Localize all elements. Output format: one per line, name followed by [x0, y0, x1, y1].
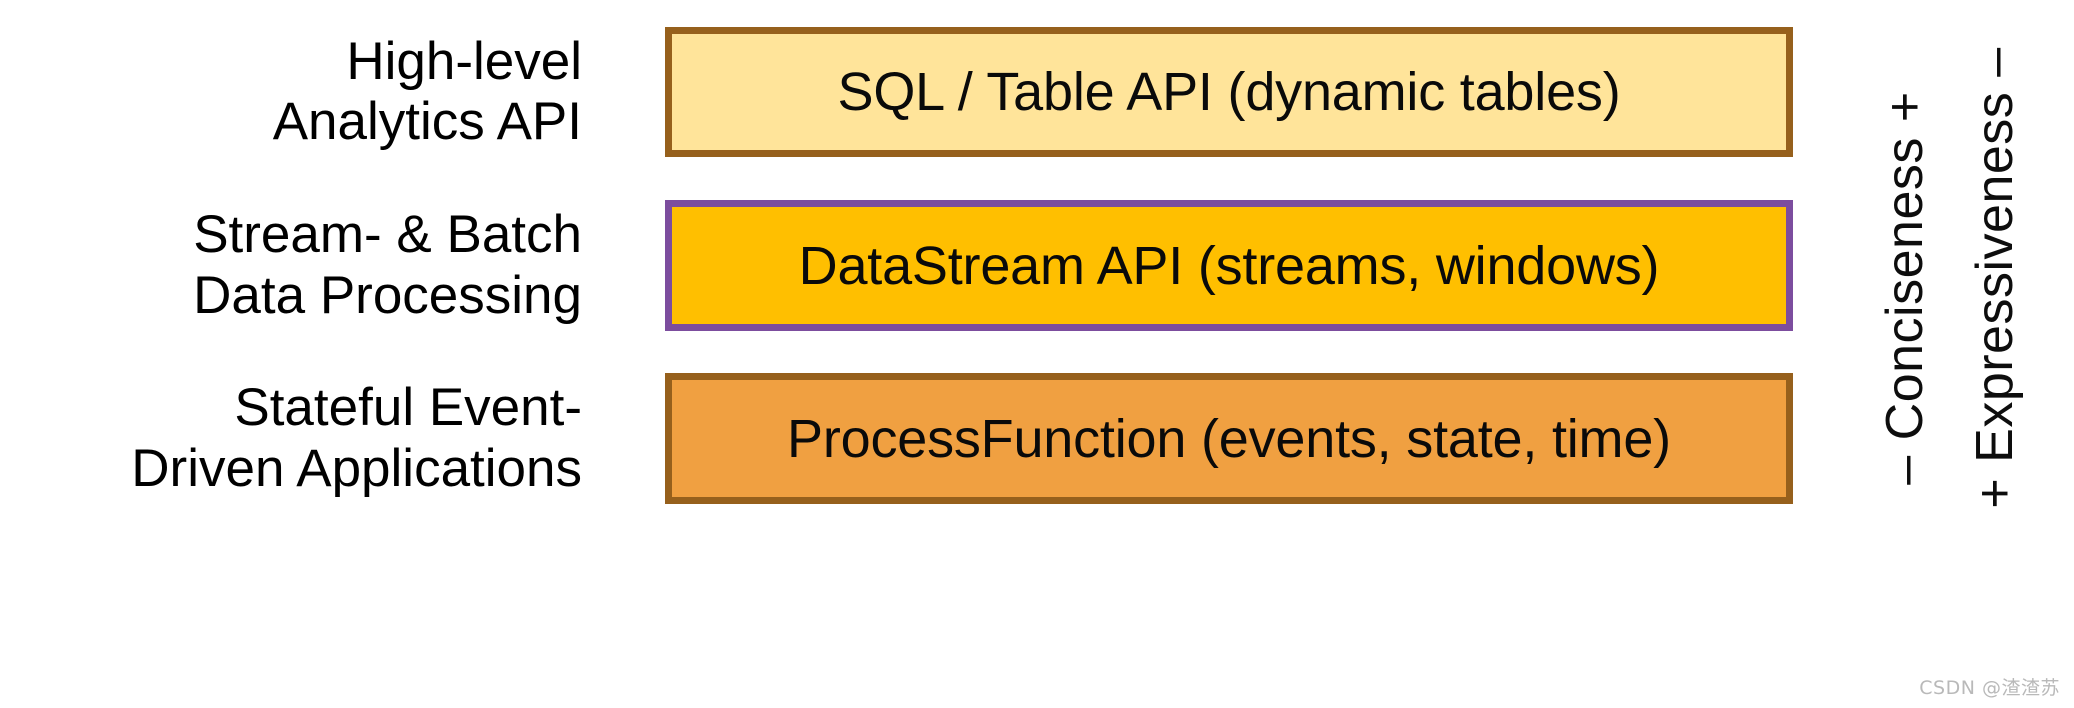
layer-box-sql-table-api: SQL / Table API (dynamic tables) — [665, 27, 1793, 157]
row-labels-column: High-level Analytics API Stream- & Batch… — [0, 0, 600, 708]
row-label-stateful-event-driven-applications: Stateful Event- Driven Applications — [131, 378, 582, 498]
row-label-stream-and-batch-data-processing: Stream- & Batch Data Processing — [193, 205, 582, 325]
axis-label-expressiveness: + Expressiveness – — [1960, 0, 2030, 708]
layer-box-processfunction: ProcessFunction (events, state, time) — [665, 373, 1793, 504]
layer-box-label-datastream-api: DataStream API (streams, windows) — [798, 235, 1660, 296]
row-label-high-level-analytics-api: High-level Analytics API — [272, 31, 582, 151]
row-label-slot-high-level: High-level Analytics API — [0, 18, 600, 166]
layer-box-label-sql-table-api: SQL / Table API (dynamic tables) — [837, 62, 1621, 122]
layer-box-label-processfunction: ProcessFunction (events, state, time) — [787, 408, 1671, 469]
layer-box-datastream-api: DataStream API (streams, windows) — [665, 200, 1793, 331]
axis-label-conciseness: – Conciseness + — [1870, 0, 1940, 708]
row-label-slot-stream-batch: Stream- & Batch Data Processing — [0, 191, 600, 340]
axis-label-expressiveness-text: + Expressiveness – — [1966, 47, 2024, 509]
watermark-text: CSDN @渣渣苏 — [1919, 677, 2060, 699]
row-label-slot-stateful-event-driven: Stateful Event- Driven Applications — [0, 364, 600, 513]
axis-label-conciseness-text: – Conciseness + — [1876, 91, 1934, 485]
